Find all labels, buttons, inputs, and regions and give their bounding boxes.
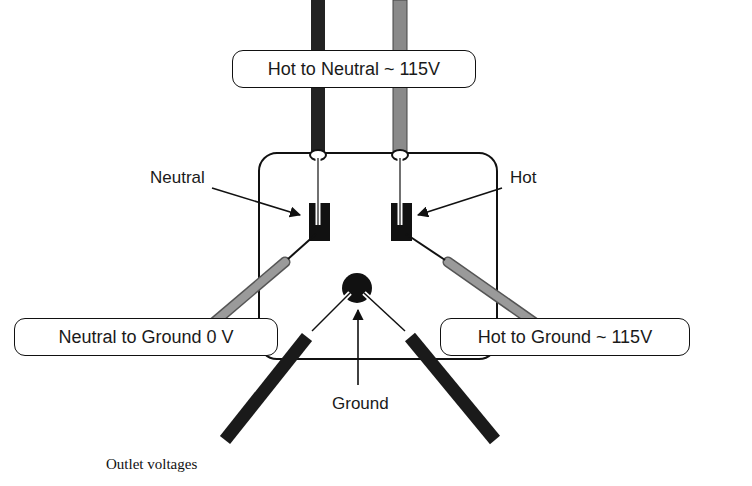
- figure-caption: Outlet voltages: [106, 456, 197, 473]
- part-label: Hot: [508, 168, 538, 188]
- side-probes: [205, 234, 545, 330]
- ground-probes: [225, 293, 495, 440]
- box-text: Hot to Ground ~ 115V: [478, 327, 652, 348]
- part-label: Neutral: [148, 168, 207, 188]
- part-label: Ground: [330, 394, 391, 414]
- voltage-callout-box: Neutral to Ground 0 V: [14, 318, 278, 356]
- voltage-callout-box: Hot to Neutral ~ 115V: [232, 50, 476, 88]
- voltage-callout-box: Hot to Ground ~ 115V: [440, 318, 690, 356]
- top-probes: [310, 0, 408, 225]
- box-text: Neutral to Ground 0 V: [58, 327, 233, 348]
- box-text: Hot to Neutral ~ 115V: [268, 59, 440, 80]
